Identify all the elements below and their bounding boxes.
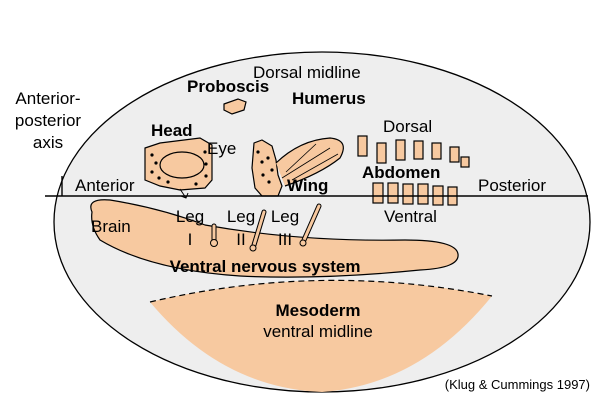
head-dots [150, 150, 208, 186]
abdomen-label: Abdomen [362, 163, 440, 182]
leg-disc-2 [249, 209, 267, 252]
leg2-label-line-2: II [236, 230, 245, 249]
brain-label: Brain [91, 217, 131, 236]
wing-label: Wing [287, 176, 328, 195]
ventral-nervous-system-band [90, 199, 459, 278]
wing-disc [251, 139, 283, 197]
mesoderm-boundary [149, 279, 493, 303]
leg2-label-line-1: Leg [227, 207, 255, 226]
wing-dots [256, 150, 274, 184]
leg1-label-line-1: Leg [176, 207, 204, 226]
ventral-midline-label: ventral midline [263, 322, 373, 341]
leg1-label-line-2: I [188, 230, 193, 249]
leg-disc-1 [210, 223, 218, 247]
axis-title-line-2: posterior [15, 111, 81, 130]
mesoderm-region [150, 280, 492, 392]
eye-disc [159, 151, 205, 179]
dorsal-label: Dorsal [383, 117, 432, 136]
humerus-label: Humerus [292, 89, 366, 108]
posterior-label: Posterior [478, 176, 546, 195]
proboscis-label: Proboscis [187, 77, 269, 96]
axis-title-line-1: Anterior- [15, 89, 80, 108]
ventral-label: Ventral [384, 207, 437, 226]
mesoderm-label: Mesoderm [275, 301, 360, 320]
anterior-label: Anterior [75, 176, 135, 195]
leg-disc-3 [299, 203, 322, 247]
ventral-nervous-system-label: Ventral nervous system [170, 257, 361, 276]
leg3-label-line-2: III [278, 230, 292, 249]
head-label: Head [151, 121, 193, 140]
wing-veins [281, 143, 339, 181]
dorsal-histoblast-nests [357, 135, 470, 168]
dorsal-midline-label: Dorsal midline [253, 63, 361, 82]
leg3-label-line-1: Leg [271, 207, 299, 226]
eye-label: Eye [207, 139, 236, 158]
axis-title-line-3: axis [33, 133, 63, 152]
proboscis-disc [223, 98, 247, 115]
citation: (Klug & Cummings 1997) [445, 377, 590, 392]
